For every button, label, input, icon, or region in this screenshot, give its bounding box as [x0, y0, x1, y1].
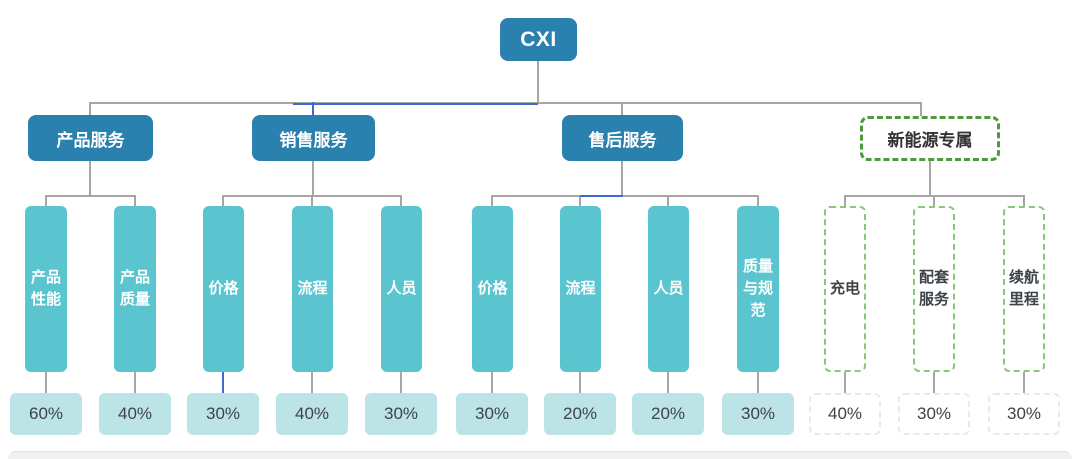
node-cxi-label: CXI	[520, 27, 557, 51]
pillar-aftersales-process: 流程	[560, 206, 601, 372]
connector-weight-tick-3-highlight	[222, 372, 224, 393]
connector-g3-vertical	[621, 161, 623, 195]
weight-aftersales-price: 30%	[456, 393, 528, 435]
weight-value: 30%	[740, 404, 776, 423]
connector-weight-tick-12	[1023, 372, 1025, 393]
pillar-product-quality: 产品 质量	[114, 206, 156, 372]
connector-g4-tick-1	[844, 195, 846, 206]
connector-g1-tick-2	[134, 195, 136, 206]
pillar-product-performance: 产品 性能	[25, 206, 67, 372]
weight-sales-personnel: 30%	[365, 393, 437, 435]
connector-g4-tick-3	[1023, 195, 1025, 206]
pillar-sales-personnel: 人员	[381, 206, 422, 372]
connector-g2-tick-3	[400, 195, 402, 206]
connector-g1-vertical	[89, 161, 91, 195]
connector-g4-vertical	[929, 161, 931, 195]
pillar-aftersales-personnel: 人员	[648, 206, 689, 372]
weight-value: 40%	[827, 404, 863, 423]
connector-weight-tick-5	[400, 372, 402, 393]
pillar-sales-process: 流程	[292, 206, 333, 372]
connector-g4-tick-2	[933, 195, 935, 206]
weight-value: 30%	[205, 404, 241, 423]
connector-weight-tick-8	[667, 372, 669, 393]
weight-value: 20%	[562, 404, 598, 423]
node-cxi: CXI	[500, 18, 577, 61]
pillar-aftersales-quality-standards: 质量 与规 范	[737, 206, 779, 372]
connector-root-vertical	[537, 61, 539, 102]
connector-weight-tick-11	[933, 372, 935, 393]
weight-product-performance: 60%	[10, 393, 82, 435]
connector-g1-horizontal	[45, 195, 136, 197]
weight-value: 30%	[1006, 404, 1042, 423]
connector-tick-new-energy	[920, 102, 922, 116]
group-header-aftersales-service: 售后服务	[562, 115, 683, 161]
connector-g3-tick-4	[757, 195, 759, 206]
connector-g3-tick-3	[667, 195, 669, 206]
connector-tick-sales-service	[312, 102, 314, 115]
connector-g2-tick-1	[222, 195, 224, 206]
weight-value: 30%	[474, 404, 510, 423]
connector-weight-tick-9	[757, 372, 759, 393]
pillar-label: 人员	[386, 280, 417, 298]
pillar-label: 价格	[477, 280, 508, 298]
group-header-label: 售后服务	[588, 130, 657, 150]
group-header-new-energy-exclusive: 新能源专属	[860, 116, 1000, 161]
pillar-driving-range: 续航 里程	[1003, 206, 1045, 372]
connector-g3-tick-2	[579, 195, 581, 206]
pillar-label: 产品 性能	[30, 269, 61, 308]
connector-weight-tick-1	[45, 372, 47, 393]
weight-value: 20%	[650, 404, 686, 423]
group-header-product-service: 产品服务	[28, 115, 153, 161]
group-header-label: 产品服务	[56, 130, 125, 150]
weight-value: 40%	[294, 404, 330, 423]
connector-g1-tick-1	[45, 195, 47, 206]
weight-charging: 40%	[809, 393, 881, 435]
weight-value: 40%	[117, 404, 153, 423]
connector-weight-tick-2	[134, 372, 136, 393]
connector-weight-tick-4	[311, 372, 313, 393]
weight-supporting-services: 30%	[898, 393, 970, 435]
pillar-label: 价格	[208, 280, 239, 298]
pillar-label: 质量 与规 范	[742, 258, 773, 319]
connector-tick-aftersales-service	[621, 102, 623, 115]
pillar-aftersales-price: 价格	[472, 206, 513, 372]
weight-aftersales-personnel: 20%	[632, 393, 704, 435]
weight-aftersales-quality-standards: 30%	[722, 393, 794, 435]
weight-aftersales-process: 20%	[544, 393, 616, 435]
pillar-label: 配套 服务	[918, 269, 949, 308]
connector-g3-horizontal-highlight	[580, 195, 623, 197]
pillar-label: 流程	[565, 280, 596, 298]
bottom-panel-edge	[8, 451, 1072, 459]
connector-tick-product-service	[89, 102, 91, 115]
pillar-sales-price: 价格	[203, 206, 244, 372]
connector-g3-tick-1	[491, 195, 493, 206]
weight-value: 60%	[28, 404, 64, 423]
connector-weight-tick-10	[844, 372, 846, 393]
pillar-supporting-services: 配套 服务	[913, 206, 955, 372]
group-header-sales-service: 销售服务	[252, 115, 375, 161]
connector-top-horizontal-highlight	[293, 103, 538, 105]
weight-product-quality: 40%	[99, 393, 171, 435]
weight-value: 30%	[383, 404, 419, 423]
pillar-label: 人员	[653, 280, 684, 298]
pillar-label: 产品 质量	[119, 269, 150, 308]
connector-g2-vertical	[312, 161, 314, 195]
group-header-label: 销售服务	[279, 130, 348, 150]
connector-weight-tick-7	[579, 372, 581, 393]
group-header-label: 新能源专属	[887, 131, 973, 150]
connector-g2-tick-2	[311, 195, 313, 206]
weight-value: 30%	[916, 404, 952, 423]
connector-g3-horizontal	[491, 195, 759, 197]
pillar-label: 充电	[829, 280, 860, 298]
pillar-charging: 充电	[824, 206, 866, 372]
weight-sales-process: 40%	[276, 393, 348, 435]
weight-driving-range: 30%	[988, 393, 1060, 435]
connector-weight-tick-6	[491, 372, 493, 393]
pillar-label: 流程	[297, 280, 328, 298]
pillar-label: 续航 里程	[1008, 269, 1039, 308]
weight-sales-price: 30%	[187, 393, 259, 435]
